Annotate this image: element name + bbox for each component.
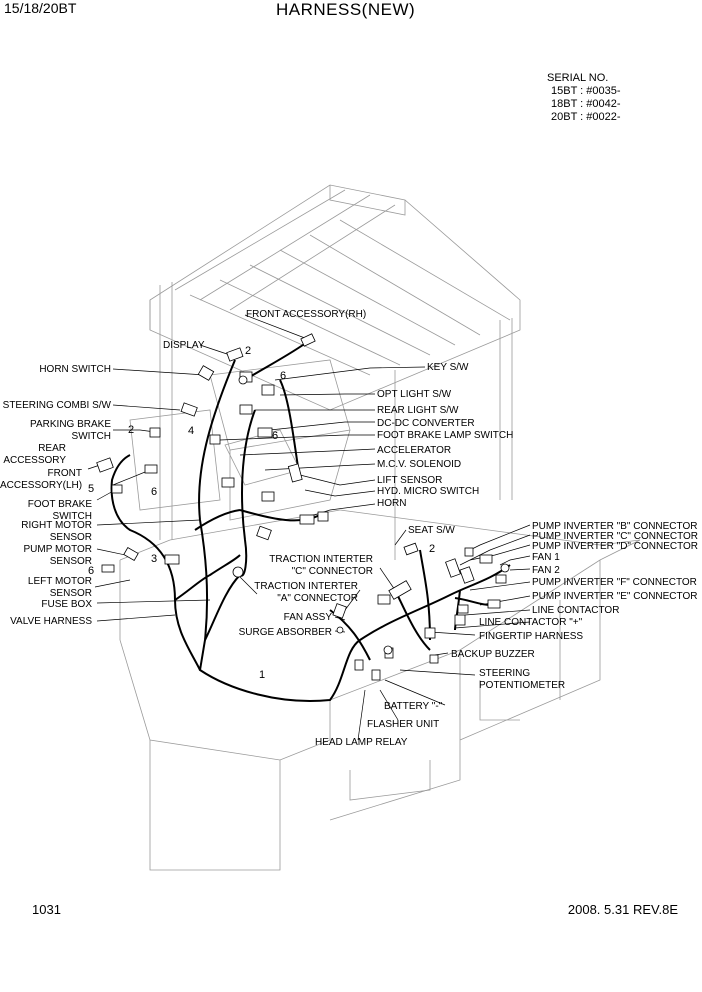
label-mcv-solenoid: M.C.V. SOLENOID xyxy=(377,459,462,470)
label-valve-harness: VALVE HARNESS xyxy=(10,616,92,627)
leader-lines xyxy=(87,314,531,741)
label-display: DISPLAY xyxy=(163,340,205,351)
label-pump-inverter-c: PUMP INVERTER "C" CONNECTOR xyxy=(532,531,699,542)
label-pump-motor-sensor-2: SENSOR xyxy=(49,556,92,567)
label-right-motor-sensor-1: RIGHT MOTOR xyxy=(21,520,92,531)
serial-line-15bt: 15BT : #0035- xyxy=(551,85,621,97)
revision-date: 2008. 5.31 REV.8E xyxy=(567,902,678,917)
label-rear-accessory-1: REAR xyxy=(38,443,66,454)
page-title: HARNESS(NEW) xyxy=(276,0,416,19)
label-lift-sensor: LIFT SENSOR xyxy=(377,475,443,486)
label-pump-motor-sensor-1: PUMP MOTOR xyxy=(23,544,92,555)
label-pump-inverter-b: PUMP INVERTER "B" CONNECTOR xyxy=(532,521,698,532)
callout-5: 5 xyxy=(88,483,95,495)
label-traction-inverter-a-2: "A" CONNECTOR xyxy=(277,593,358,604)
label-surge-absorber: SURGE ABSORBER xyxy=(238,627,332,638)
label-foot-brake-switch-2: SWITCH xyxy=(52,511,92,522)
callout-6: 6 xyxy=(88,565,95,577)
label-steering-potentiometer-2: POTENTIOMETER xyxy=(479,680,566,691)
label-key-sw: KEY S/W xyxy=(427,362,469,373)
label-parking-brake-switch-1: PARKING BRAKE xyxy=(30,419,111,430)
overhead-guard xyxy=(149,184,521,560)
model-number: 15/18/20BT xyxy=(4,0,77,16)
label-foot-brake-switch-1: FOOT BRAKE xyxy=(27,499,92,510)
label-left-motor-sensor-2: SENSOR xyxy=(49,588,92,599)
page-number: 1031 xyxy=(32,902,61,917)
label-fan-2: FAN 2 xyxy=(532,565,560,576)
callout-2: 2 xyxy=(128,424,135,436)
label-rear-light-sw: REAR LIGHT S/W xyxy=(377,405,459,416)
label-horn-switch: HORN SWITCH xyxy=(39,364,111,375)
label-left-motor-sensor-1: LEFT MOTOR xyxy=(27,576,92,587)
label-fan-1: FAN 1 xyxy=(532,552,560,563)
callout-3: 3 xyxy=(151,553,158,565)
callout-1: 1 xyxy=(259,669,266,681)
callout-2: 2 xyxy=(429,543,436,555)
label-foot-brake-lamp-switch: FOOT BRAKE LAMP SWITCH xyxy=(377,430,514,441)
serial-heading: SERIAL NO. xyxy=(547,72,609,84)
serial-line-20bt: 20BT : #0022- xyxy=(551,111,621,123)
label-backup-buzzer: BACKUP BUZZER xyxy=(451,649,535,660)
label-fingertip-harness: FINGERTIP HARNESS xyxy=(479,631,584,642)
label-hyd-micro-switch: HYD. MICRO SWITCH xyxy=(377,486,480,497)
callout-6: 6 xyxy=(151,486,158,498)
label-accelerator: ACCELERATOR xyxy=(377,445,452,456)
label-front-accessory-rh: FRONT ACCESSORY(RH) xyxy=(246,309,367,320)
callout-4: 4 xyxy=(188,425,195,437)
round-components xyxy=(232,375,510,655)
label-front-accessory-lh-2: ACCESSORY(LH) xyxy=(0,480,83,491)
label-line-contactor-plus: LINE CONTACTOR "+" xyxy=(479,617,583,628)
callout-6: 6 xyxy=(272,430,279,442)
label-fan-assy: FAN ASSY xyxy=(283,612,332,623)
label-flasher-unit: FLASHER UNIT xyxy=(367,719,440,730)
label-front-accessory-lh-1: FRONT xyxy=(47,468,82,479)
label-pump-inverter-e: PUMP INVERTER "E" CONNECTOR xyxy=(532,591,698,602)
label-right-motor-sensor-2: SENSOR xyxy=(49,532,92,543)
label-pump-inverter-d: PUMP INVERTER "D" CONNECTOR xyxy=(532,541,699,552)
label-head-lamp-relay: HEAD LAMP RELAY xyxy=(315,737,408,748)
label-parking-brake-switch-2: SWITCH xyxy=(71,431,111,442)
label-battery-minus: BATTERY "-" xyxy=(384,701,443,712)
label-traction-inverter-c-2: "C" CONNECTOR xyxy=(291,566,373,577)
label-steering-potentiometer-1: STEERING xyxy=(479,668,531,679)
label-rear-accessory-2: ACCESSORY xyxy=(3,455,66,466)
label-steering-combi-sw: STEERING COMBI S/W xyxy=(2,400,111,411)
callout-2: 2 xyxy=(245,345,252,357)
label-dc-dc-converter: DC-DC CONVERTER xyxy=(377,418,475,429)
label-horn: HORN xyxy=(377,498,407,509)
label-seat-sw: SEAT S/W xyxy=(408,525,455,536)
label-opt-light-sw: OPT LIGHT S/W xyxy=(377,389,452,400)
label-fuse-box: FUSE BOX xyxy=(41,599,92,610)
label-traction-inverter-c-1: TRACTION INTERTER xyxy=(269,554,373,565)
label-line-contactor: LINE CONTACTOR xyxy=(532,605,620,616)
serial-line-18bt: 18BT : #0042- xyxy=(551,98,621,110)
label-traction-inverter-a-1: TRACTION INTERTER xyxy=(254,581,358,592)
callout-6: 6 xyxy=(280,370,287,382)
components xyxy=(96,333,507,681)
label-pump-inverter-f: PUMP INVERTER "F" CONNECTOR xyxy=(532,577,697,588)
